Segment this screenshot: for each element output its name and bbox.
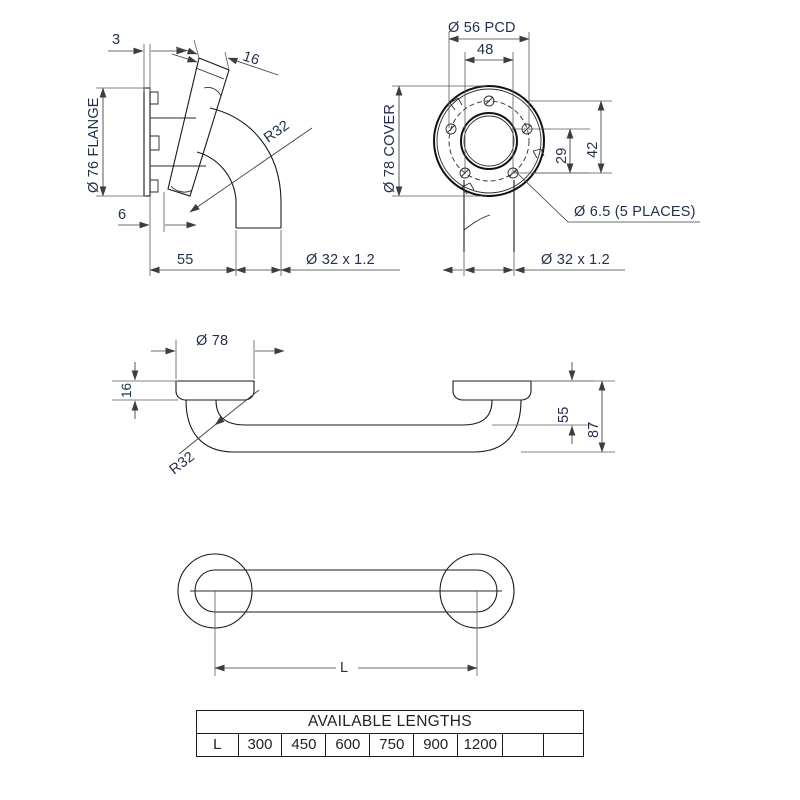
table-cell-length-450: 450: [281, 733, 327, 757]
dim-overall-height-87: 87: [521, 380, 615, 453]
tube-below-cover: [463, 180, 515, 252]
dim-label-16-top: 16: [241, 49, 262, 69]
table-cell-length-900: 900: [413, 733, 459, 757]
dim-label-29: 29: [554, 147, 570, 164]
dim-bend-radius-r32: R32: [189, 118, 313, 213]
dim-label-16-elevation: 16: [119, 383, 134, 398]
dim-offset-29: 29: [511, 128, 590, 174]
tube-bend-arc: [196, 107, 282, 229]
dim-bend-radius-r32-elevation: R32: [167, 389, 260, 478]
dim-label-r32-elevation: R32: [167, 449, 198, 478]
dim-flange-dia-78-elevation: Ø 78: [151, 333, 285, 379]
dim-label-55: 55: [177, 252, 194, 268]
cover-rim-ticks: [449, 97, 545, 195]
dim-label-42: 42: [585, 141, 601, 158]
left-flange-cover: [175, 380, 255, 401]
table-cell-row-label: L: [196, 733, 239, 757]
table-cell-blank-1: [502, 733, 544, 757]
note-bolt-hole-size: Ø 6.5 (5 PLACES): [514, 170, 700, 223]
dim-length-L: L: [214, 591, 478, 676]
table-cell-length-600: 600: [325, 733, 371, 757]
view-rail-plan: L: [177, 553, 515, 676]
angled-tube-stub: [167, 57, 230, 197]
table-header-row: AVAILABLE LENGTHS: [196, 710, 584, 734]
dim-label-cover-78: Ø 78 COVER: [382, 104, 398, 193]
dim-flange-diameter-76: Ø 76 FLANGE: [86, 87, 146, 197]
flange-plate-geometry: [143, 87, 206, 197]
dim-cover-depth-6: 6: [118, 192, 197, 232]
view-flange-side-section: 3 16 Ø 76 FLANGE: [86, 32, 400, 276]
dim-label-pcd-56: Ø 56 PCD: [448, 20, 516, 36]
table-row: L 300 450 600 750 900 1200: [196, 733, 585, 757]
table-cell-length-300: 300: [237, 733, 283, 757]
dim-flange-thickness-16: 16: [112, 362, 178, 419]
dim-label-tube-spec-left: Ø 32 x 1.2: [306, 252, 375, 268]
dim-tube-width-16: 16: [171, 39, 279, 76]
note-label-6p5: Ø 6.5 (5 PLACES): [574, 204, 696, 220]
view-cover-front: Ø 56 PCD 48 Ø 78 COVER 29: [382, 20, 700, 276]
dim-plate-thickness-3: 3: [108, 32, 187, 92]
dim-pcd-56: Ø 56 PCD: [448, 20, 530, 128]
table-cell-length-750: 750: [369, 733, 415, 757]
table-header-cell: AVAILABLE LENGTHS: [196, 710, 584, 734]
right-flange-cover: [452, 380, 532, 401]
dim-tube-spec-right: Ø 32 x 1.2: [442, 252, 625, 276]
view-rail-elevation: Ø 78 16 R32 55: [112, 333, 615, 478]
dim-label-6: 6: [118, 207, 126, 223]
dim-label-r32: R32: [261, 118, 292, 147]
dim-offset-42: 42: [529, 100, 612, 174]
table-cell-blank-2: [542, 733, 585, 757]
dim-label-flange-76: Ø 76 FLANGE: [86, 97, 102, 193]
table-cell-length-1200: 1200: [457, 733, 504, 757]
rail-body-profile: [185, 399, 522, 453]
dim-label-tube-spec-right: Ø 32 x 1.2: [541, 252, 610, 268]
dim-label-3: 3: [112, 32, 120, 48]
dim-hole-span-48: 48: [464, 42, 514, 172]
dim-centre-height-55: 55: [492, 362, 594, 444]
dim-cover-diameter-78: Ø 78 COVER: [382, 85, 487, 197]
dim-label-48: 48: [477, 42, 494, 58]
dim-chain-bottom-left: 55 Ø 32 x 1.2: [149, 230, 400, 276]
cover-geometry: [433, 85, 545, 197]
dim-label-L: L: [340, 660, 348, 676]
dim-label-55-elevation: 55: [556, 406, 572, 423]
available-lengths-table: AVAILABLE LENGTHS L 300 450 600 750 900 …: [196, 710, 585, 757]
dim-label-87-elevation: 87: [586, 421, 602, 438]
dim-label-78-elevation: Ø 78: [196, 333, 228, 349]
